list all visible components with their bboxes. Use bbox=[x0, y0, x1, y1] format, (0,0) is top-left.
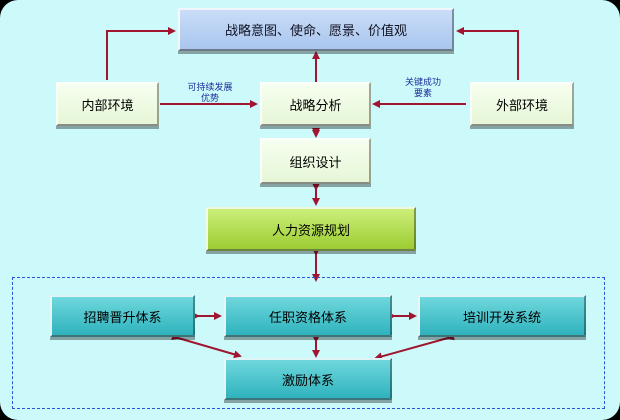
node-internal-env-label: 内部环境 bbox=[81, 98, 134, 114]
note-key-success-factors: 关键成功 要素 bbox=[393, 78, 453, 100]
node-job-qualification: 任职资格体系 bbox=[224, 295, 392, 337]
node-external-env-label: 外部环境 bbox=[495, 98, 548, 114]
node-training-dev: 培训开发系统 bbox=[418, 295, 586, 337]
node-org-design: 组织设计 bbox=[260, 138, 371, 184]
node-strategy-vision-label: 战略意图、使命、愿景、价值观 bbox=[224, 24, 407, 39]
node-training-dev-label: 培训开发系统 bbox=[462, 310, 541, 326]
node-job-qualification-label: 任职资格体系 bbox=[268, 310, 347, 326]
node-hr-planning: 人力资源规划 bbox=[206, 207, 416, 251]
node-recruit-promotion: 招聘晋升体系 bbox=[50, 295, 195, 337]
node-external-env: 外部环境 bbox=[470, 82, 574, 126]
note-sustainable-advantage-line2: 优势 bbox=[200, 94, 219, 104]
hr-subsystems-group bbox=[12, 277, 605, 409]
node-org-design-label: 组织设计 bbox=[289, 155, 342, 171]
note-sustainable-advantage-line1: 可持续发展 bbox=[187, 83, 233, 93]
node-incentive-label: 激励体系 bbox=[281, 373, 334, 389]
node-recruit-promotion-label: 招聘晋升体系 bbox=[83, 310, 162, 326]
arrow-recruit-incentive bbox=[171, 332, 242, 359]
node-hr-planning-label: 人力资源规划 bbox=[271, 223, 350, 239]
node-strategy-analysis-label: 战略分析 bbox=[289, 98, 342, 114]
note-key-success-factors-line1: 关键成功 bbox=[404, 78, 441, 88]
node-strategy-vision: 战略意图、使命、愿景、价值观 bbox=[178, 8, 454, 51]
node-incentive: 激励体系 bbox=[224, 358, 392, 400]
node-strategy-analysis: 战略分析 bbox=[260, 82, 371, 126]
node-internal-env: 内部环境 bbox=[56, 82, 159, 126]
arrow-internal-to-vision bbox=[106, 27, 176, 80]
note-sustainable-advantage: 可持续发展 优势 bbox=[180, 83, 240, 105]
note-key-success-factors-line2: 要素 bbox=[413, 89, 432, 99]
arrow-external-to-vision bbox=[456, 27, 519, 80]
arrow-training-incentive bbox=[374, 332, 455, 361]
